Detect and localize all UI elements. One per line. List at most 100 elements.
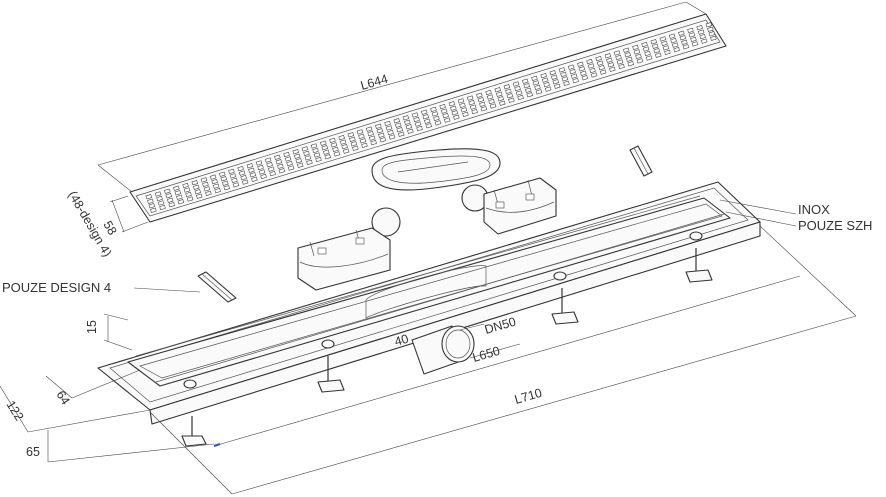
- grate-slot: [642, 46, 650, 52]
- grate-slot: [154, 191, 162, 197]
- leg-2: [317, 356, 345, 393]
- grate-slot: [425, 123, 432, 129]
- grate-slot: [671, 42, 679, 48]
- grate-slot: [200, 177, 208, 183]
- grate-slot: [595, 55, 602, 62]
- grate-slot: [590, 72, 598, 78]
- grate-slot: [228, 168, 235, 175]
- grate-slot: [613, 50, 621, 56]
- grate-slot: [558, 67, 566, 73]
- grate-slot: [251, 176, 258, 182]
- grate-slot: [587, 63, 595, 69]
- inox-label: INOX: [798, 202, 830, 217]
- grate-slot: [499, 100, 506, 106]
- grate-slot: [462, 111, 469, 118]
- outlet-offset-label: 40: [393, 332, 410, 349]
- grate-slot: [324, 154, 331, 160]
- depth-dimension: 15: [85, 313, 133, 351]
- grate-slot: [581, 75, 589, 81]
- grate-slot: [707, 26, 714, 32]
- grate-slot: [567, 64, 575, 70]
- grate-slot: [368, 135, 376, 141]
- height-dimension: 65: [26, 430, 215, 463]
- grate-slot: [274, 154, 281, 160]
- grate-slot: [710, 35, 717, 41]
- grate-slot: [661, 40, 668, 47]
- grate-slot: [687, 27, 694, 34]
- trap-housing-left: [297, 227, 391, 291]
- grate-slot: [191, 180, 198, 186]
- grate-slot: [433, 115, 440, 122]
- grate-slot: [310, 143, 318, 149]
- grate-slot: [237, 165, 244, 172]
- grate-slot: [177, 199, 185, 205]
- grate-slot: [416, 125, 423, 132]
- grate-slot: [699, 33, 706, 40]
- grate-slot: [312, 147, 319, 154]
- grate-slot: [688, 32, 696, 38]
- grate-slot: [471, 108, 478, 115]
- grate-slot: [379, 137, 387, 143]
- grate-slot: [203, 186, 211, 192]
- grate-slot: [618, 63, 625, 70]
- grate-slot: [294, 153, 301, 159]
- grate-slot: [278, 168, 286, 174]
- pouze-design4-callout: POUZE DESIGN 4: [2, 280, 201, 295]
- grate-slot: [485, 89, 492, 96]
- grate-slot: [148, 203, 156, 209]
- grate-slot: [424, 118, 431, 124]
- grate-slot: [229, 173, 237, 179]
- grate-slot: [402, 115, 410, 121]
- grate-slot: [645, 55, 653, 61]
- grate-slot: [497, 96, 504, 102]
- grate-length-label: L644: [359, 72, 390, 93]
- grate-slot: [223, 185, 230, 191]
- grate-slot: [267, 166, 275, 172]
- leg-3: [551, 288, 579, 325]
- grate-slot: [350, 141, 358, 147]
- grate-slot: [503, 84, 511, 90]
- grate-slot: [313, 152, 321, 158]
- grate-slot: [457, 98, 465, 104]
- grate-slot: [255, 160, 263, 166]
- grate-slot: [164, 188, 171, 194]
- grate-slot: [531, 75, 538, 82]
- grate-slot: [514, 85, 521, 92]
- grate-slot: [258, 169, 266, 175]
- grate-slot: [202, 181, 209, 188]
- grate-slot: [167, 197, 174, 203]
- grate-slot: [222, 180, 229, 186]
- grate-slot: [395, 122, 402, 128]
- grate-slot: [606, 57, 613, 63]
- inner-length-label: L650: [471, 344, 502, 365]
- grate-slot: [480, 106, 488, 112]
- grate-slot: [339, 139, 347, 145]
- grate-slot: [525, 87, 532, 93]
- grate-slot: [644, 50, 651, 57]
- grate-slot: [668, 33, 676, 39]
- grate-slot: [384, 120, 391, 127]
- grate-slot: [626, 56, 633, 62]
- grate-slot: [691, 41, 699, 47]
- grate-slot: [356, 129, 364, 135]
- grate-slot: [572, 77, 579, 84]
- grate-slot: [496, 91, 503, 97]
- grate-slot: [358, 133, 365, 140]
- grate-slot: [375, 123, 382, 129]
- grate-slot: [659, 36, 667, 42]
- grate-slot: [414, 121, 422, 127]
- grate-slot: [315, 156, 322, 163]
- grate-slot: [194, 189, 201, 195]
- grate-slot: [329, 137, 336, 144]
- grate-slot: [522, 78, 529, 84]
- grate-slot: [615, 54, 622, 61]
- grate-slot: [156, 195, 163, 202]
- grate-slot: [361, 142, 368, 149]
- grate-slot: [404, 119, 411, 125]
- grate-slot: [286, 160, 293, 167]
- grate-slot: [662, 45, 670, 51]
- grate-slot: [543, 81, 550, 88]
- grate-slot: [479, 101, 486, 107]
- grate-slot: [396, 127, 403, 133]
- grate-slot: [690, 36, 697, 43]
